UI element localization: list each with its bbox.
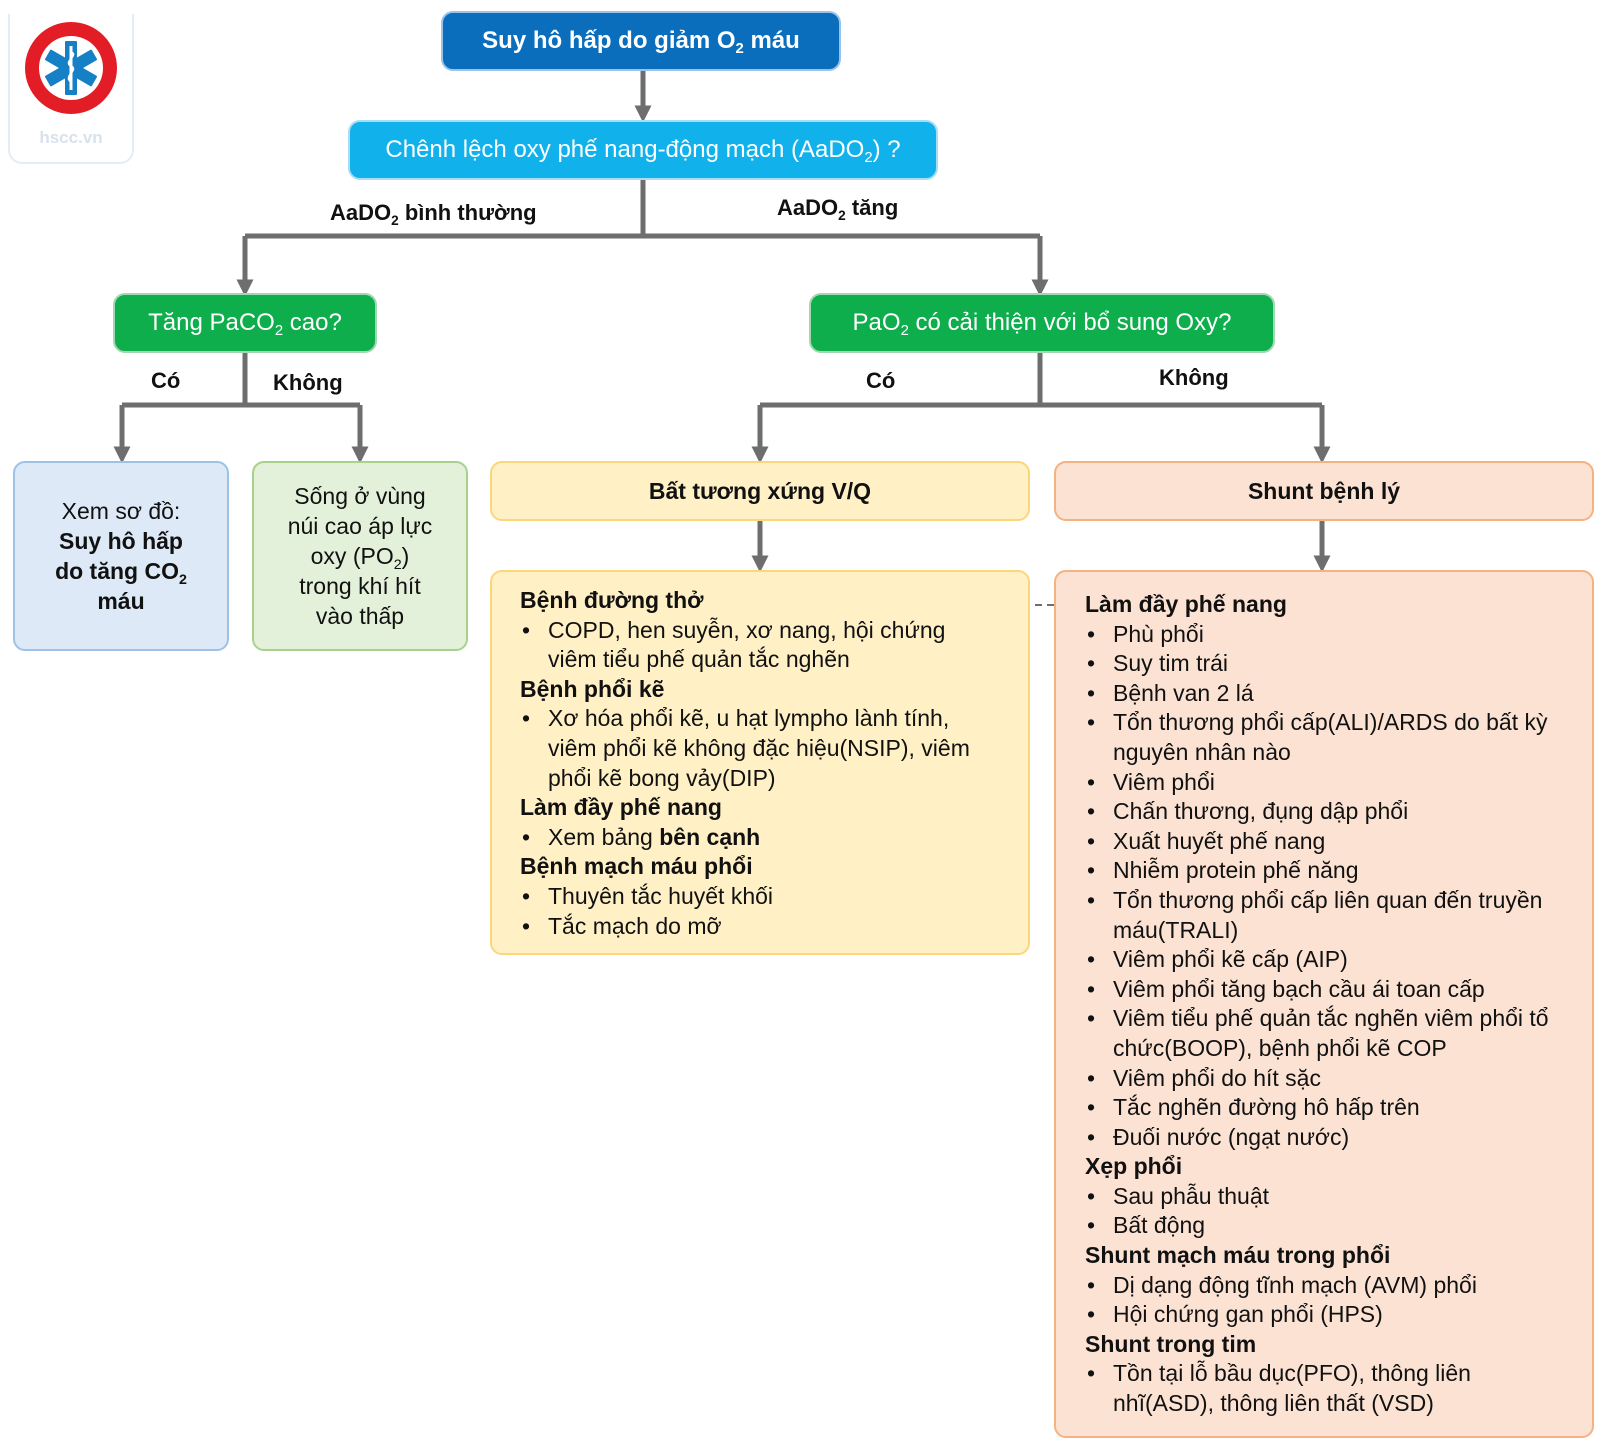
list-item: Xuất huyết phế nang [1085, 827, 1571, 857]
heading-intrapulmonary-shunt: Shunt mạch máu trong phổi [1085, 1242, 1391, 1269]
list-item: Bất động [1085, 1211, 1592, 1241]
list-item: Hội chứng gan phổi (HPS) [1085, 1300, 1592, 1330]
list-item: Viêm phổi [1085, 768, 1571, 798]
list-item: Phù phổi [1085, 620, 1571, 650]
list-item: Viêm tiểu phế quản tắc nghẽn viêm phổi t… [1085, 1004, 1571, 1063]
list-item: Tồn tại lỗ bầu dục(PFO), thông liên nhĩ(… [1085, 1359, 1515, 1418]
list-item: Sau phẫu thuật [1085, 1182, 1592, 1212]
node-paco2-question: Tăng PaCO2 cao? [113, 293, 377, 353]
vascular-items: Thuyên tắc huyết khốiTắc mạch do mỡ [520, 882, 1028, 941]
label-aado2-normal: AaDO2 bình thường [330, 200, 537, 228]
list-item: Viêm phổi tăng bạch cầu ái toan cấp [1085, 975, 1571, 1005]
list-item: Đuối nước (ngạt nước) [1085, 1123, 1571, 1153]
list-item: Tắc nghẽn đường hô hấp trên [1085, 1093, 1571, 1123]
star-of-life-icon [25, 22, 117, 114]
heading-intracardiac-shunt: Shunt trong tim [1085, 1330, 1257, 1357]
node-pathologic-shunt: Shunt bệnh lý [1054, 461, 1594, 521]
list-item: Dị dạng động tĩnh mạch (AVM) phổi [1085, 1271, 1592, 1301]
list-item: Bệnh van 2 lá [1085, 679, 1571, 709]
alveolar-items: Xem bảng bên cạnh [520, 823, 1028, 853]
intracardiac-items: Tồn tại lỗ bầu dục(PFO), thông liên nhĩ(… [1085, 1359, 1515, 1418]
airway-items: COPD, hen suyễn, xơ nang, hội chứng viêm… [520, 616, 980, 675]
shunt-causes-list: Làm đầy phế nang Phù phổiSuy tim tráiBện… [1054, 570, 1594, 1438]
vq-causes-list: Bệnh đường thở COPD, hen suyễn, xơ nang,… [490, 570, 1030, 955]
list-item: Xơ hóa phổi kẽ, u hạt lympho lành tính, … [520, 704, 990, 793]
node-aado2-question: Chênh lệch oxy phế nang-động mạch (AaDO2… [348, 120, 938, 180]
list-item: COPD, hen suyễn, xơ nang, hội chứng viêm… [520, 616, 980, 675]
label-left-yes: Có [151, 368, 181, 393]
heading-alveolar-filling: Làm đầy phế nang [520, 794, 722, 821]
list-item: Tổn thương phổi cấp liên quan đến truyền… [1085, 886, 1571, 945]
intrapulmonary-items: Dị dạng động tĩnh mạch (AVM) phổiHội chứ… [1085, 1271, 1592, 1330]
list-item: Tắc mạch do mỡ [520, 912, 1028, 942]
label-left-no: Không [273, 370, 343, 395]
heading-atelectasis: Xẹp phổi [1085, 1153, 1183, 1180]
list-item: Thuyên tắc huyết khối [520, 882, 1028, 912]
heading-airway-disease: Bệnh đường thở [520, 587, 704, 613]
list-item: Nhiễm protein phế năng [1085, 856, 1571, 886]
node-hypercapnic-reference: Xem sơ đồ: Suy hô hấp do tăng CO2 máu [13, 461, 229, 651]
alveolar-items: Phù phổiSuy tim tráiBệnh van 2 láTổn thư… [1085, 620, 1571, 1153]
list-item: Suy tim trái [1085, 649, 1571, 679]
logo-text: hscc.vn [39, 128, 103, 147]
heading-alveolar-filling: Làm đầy phế nang [1085, 591, 1287, 617]
node-hypoxemic-respiratory-failure: Suy hô hấp do giảm O2 máu [441, 11, 841, 71]
heading-pulmonary-vascular: Bệnh mạch máu phổi [520, 853, 753, 880]
list-item: Viêm phổi do hít sặc [1085, 1064, 1571, 1094]
list-item: Chấn thương, đụng dập phổi [1085, 797, 1571, 827]
node-pao2-question: PaO2 có cải thiện với bổ sung Oxy? [809, 293, 1275, 353]
label-right-no: Không [1159, 365, 1229, 390]
interstitial-items: Xơ hóa phổi kẽ, u hạt lympho lành tính, … [520, 704, 990, 793]
hscc-logo: hscc.vn [8, 14, 134, 164]
node-high-altitude: Sống ở vùng núi cao áp lực oxy (PO2) tro… [252, 461, 468, 651]
node-vq-mismatch: Bất tương xứng V/Q [490, 461, 1030, 521]
list-item: Tổn thương phổi cấp(ALI)/ARDS do bất kỳ … [1085, 708, 1571, 767]
label-aado2-increased: AaDO2 tăng [777, 195, 899, 223]
atelectasis-items: Sau phẫu thuậtBất động [1085, 1182, 1592, 1241]
heading-interstitial-disease: Bệnh phổi kẽ [520, 675, 665, 702]
list-item: Viêm phổi kẽ cấp (AIP) [1085, 945, 1571, 975]
label-right-yes: Có [866, 368, 896, 393]
list-item: Xem bảng bên cạnh [520, 823, 1028, 853]
